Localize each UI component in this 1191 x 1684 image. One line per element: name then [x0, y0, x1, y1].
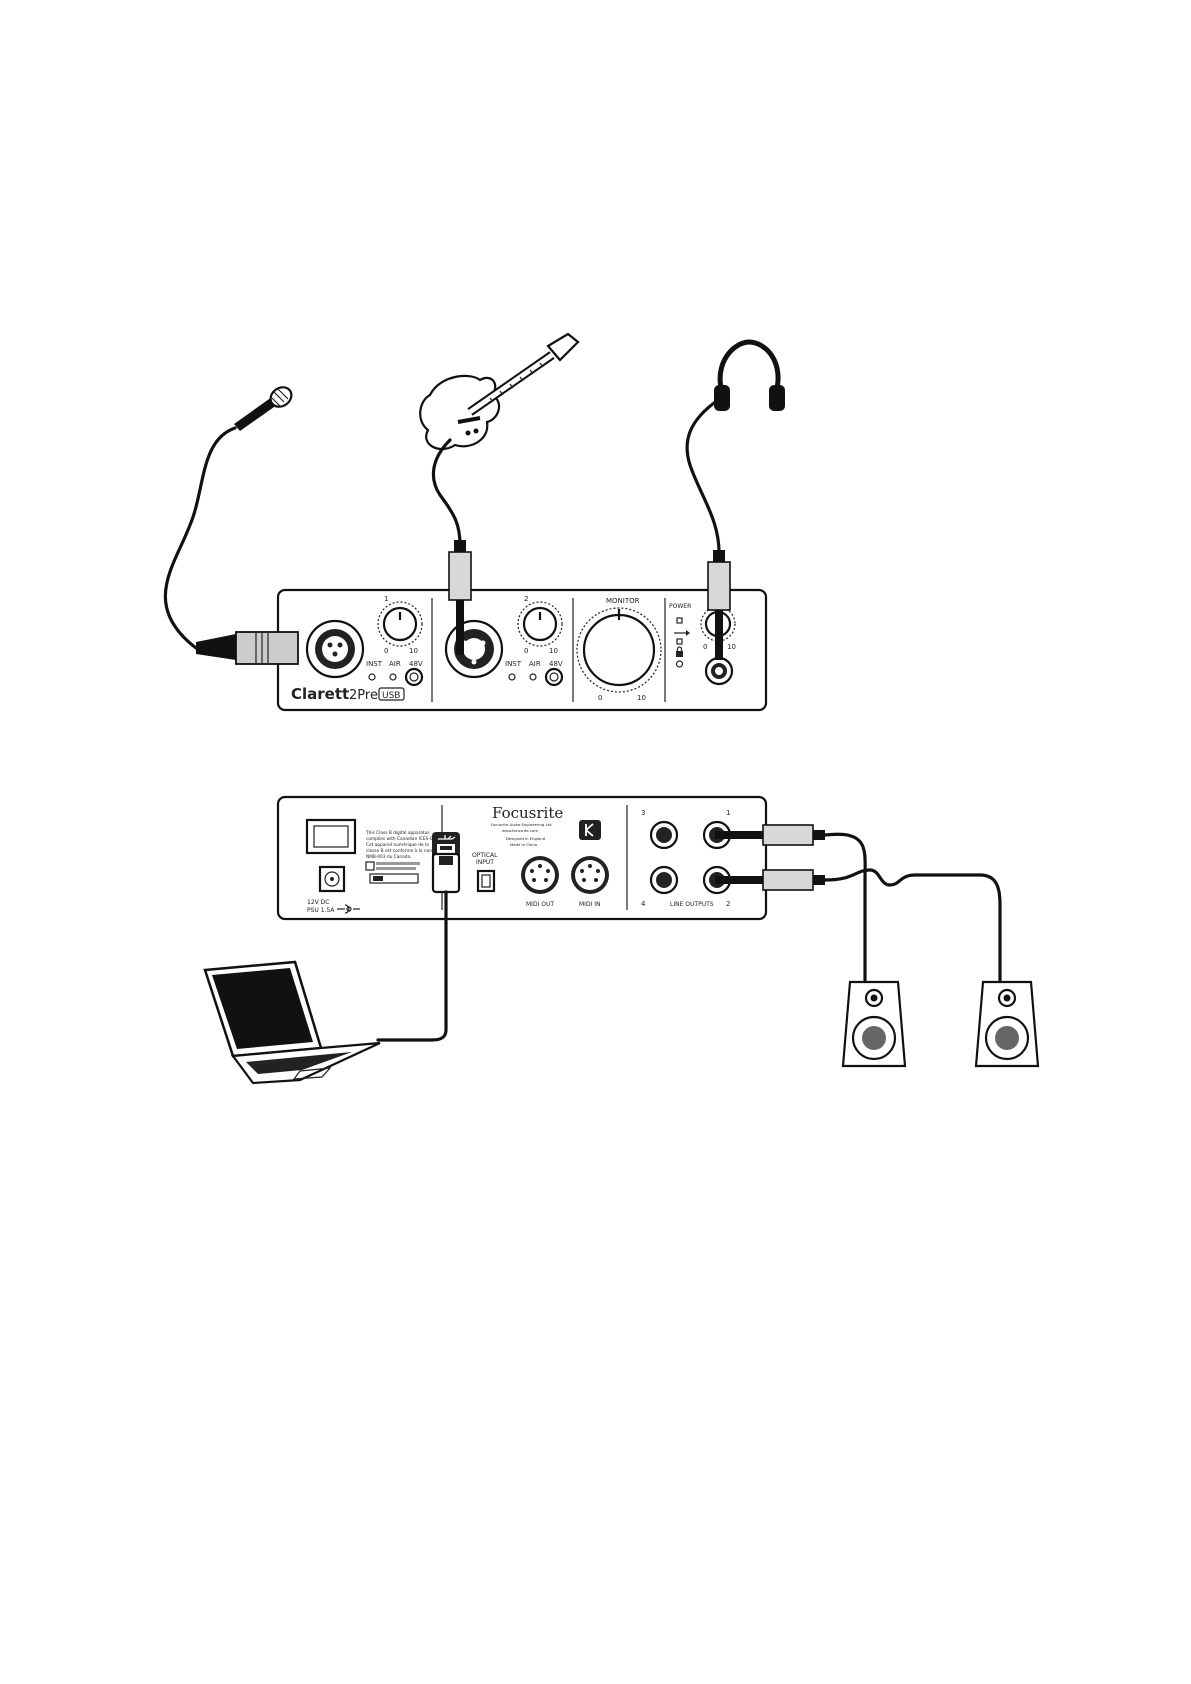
output-number-2: 2 — [726, 900, 730, 908]
kensington-lock-icon[interactable] — [579, 820, 601, 840]
lock-icon — [676, 646, 683, 657]
headphone-min: 0 — [703, 643, 707, 651]
line-output-2-plug — [715, 869, 825, 891]
air-2-button[interactable] — [529, 673, 537, 681]
polarity-icon — [337, 904, 360, 914]
guitar-jack-plug — [448, 540, 472, 655]
power-switch[interactable] — [305, 818, 357, 855]
right-speaker-icon — [974, 980, 1040, 1068]
monitor-min: 0 — [598, 694, 602, 702]
output-number-1: 1 — [726, 809, 730, 817]
inst-1-label: INST — [366, 660, 383, 668]
dc-label-1: 12V DC — [307, 899, 329, 906]
compliance-line-1: This Class B digital apparatus — [365, 830, 430, 836]
optical-label-1: OPTICAL — [472, 852, 498, 859]
gain-2-min: 0 — [524, 647, 528, 655]
gain-1-number: 1 — [384, 595, 388, 603]
power-label: POWER — [669, 603, 691, 610]
midi-out-label: MIDI OUT — [526, 901, 554, 908]
gain-knob-1[interactable] — [377, 601, 423, 647]
monitor-max: 10 — [637, 694, 646, 702]
usb-cable — [376, 890, 448, 1042]
microphone-icon — [234, 386, 293, 431]
monitor-label: MONITOR — [606, 597, 640, 605]
phantom-1-button[interactable] — [404, 667, 424, 687]
lock-led — [675, 660, 684, 668]
line-output-3-jack[interactable] — [649, 820, 679, 850]
headphone-max: 10 — [727, 643, 736, 651]
gain-2-number: 2 — [524, 595, 528, 603]
inst-1-button[interactable] — [368, 673, 376, 681]
xlr-plug — [196, 631, 299, 665]
midi-in-port[interactable] — [571, 856, 609, 894]
optical-input-port[interactable] — [476, 869, 496, 893]
dc-label-2: PSU 1.5A — [307, 907, 335, 914]
microphone-cable — [163, 426, 237, 650]
front-panel: 1 0 10 INST AIR 48V 2 0 10 INST AIR — [276, 588, 768, 712]
brand-name: Focusrite — [492, 804, 563, 822]
input-2-combo-jack[interactable] — [444, 619, 504, 679]
dc-power-input[interactable] — [318, 865, 346, 893]
model-badge: USB — [382, 691, 400, 701]
line-outputs-label: LINE OUTPUTS — [670, 901, 714, 908]
laptop-icon — [203, 960, 381, 1085]
compliance-line-2: complies with Canadian ICES-003. — [366, 836, 439, 842]
air-1-label: AIR — [389, 660, 401, 668]
model-variant: 2Pre — [349, 688, 378, 703]
gain-1-min: 0 — [384, 647, 388, 655]
headphones-icon — [714, 339, 785, 411]
certification-marks — [365, 861, 420, 884]
line-output-1-plug — [715, 824, 825, 846]
usb-plug — [431, 852, 461, 894]
rear-panel: 12V DC PSU 1.5A This Class B digital app… — [276, 795, 768, 921]
inst-2-button[interactable] — [508, 673, 516, 681]
midi-in-label: MIDI IN — [579, 901, 601, 908]
left-speaker-icon — [841, 980, 907, 1068]
phantom-1-label: 48V — [409, 660, 423, 668]
midi-out-port[interactable] — [521, 856, 559, 894]
brand-line-1: Focusrite Audio Engineering Ltd. — [491, 822, 553, 827]
line-output-4-jack[interactable] — [649, 865, 679, 895]
left-speaker-cable — [823, 832, 867, 982]
origin-line-1: Designed in England — [506, 836, 546, 841]
optical-label-2: INPUT — [476, 859, 494, 866]
guitar-icon — [419, 332, 580, 451]
usb-icon — [674, 630, 690, 636]
phantom-2-label: 48V — [549, 660, 563, 668]
output-number-3: 3 — [641, 809, 645, 817]
air-2-label: AIR — [529, 660, 541, 668]
compliance-line-3: Cet appareil numérique de la — [366, 841, 429, 848]
compliance-line-4: classe B est conforme à la norme — [366, 847, 438, 854]
compliance-line-5: NMB-003 du Canada. — [366, 854, 412, 860]
right-speaker-cable — [823, 868, 1002, 982]
gain-knob-2[interactable] — [517, 601, 563, 647]
input-1-combo-jack[interactable] — [305, 619, 365, 679]
monitor-knob[interactable] — [576, 607, 662, 693]
usb-led — [676, 638, 683, 645]
gain-2-max: 10 — [549, 647, 558, 655]
inst-2-label: INST — [505, 660, 522, 668]
output-number-4: 4 — [641, 900, 646, 908]
headphone-jack-plug — [707, 550, 731, 660]
brand-line-2: www.focusrite.com — [502, 828, 538, 833]
origin-line-2: Made in China — [510, 842, 537, 847]
headphones-cable — [685, 398, 721, 557]
guitar-cable — [431, 438, 462, 547]
phantom-2-button[interactable] — [544, 667, 564, 687]
gain-1-max: 10 — [409, 647, 418, 655]
headphone-jack[interactable] — [704, 656, 734, 686]
model-name: Clarett — [291, 685, 349, 703]
air-1-button[interactable] — [389, 673, 397, 681]
power-led — [676, 617, 683, 624]
